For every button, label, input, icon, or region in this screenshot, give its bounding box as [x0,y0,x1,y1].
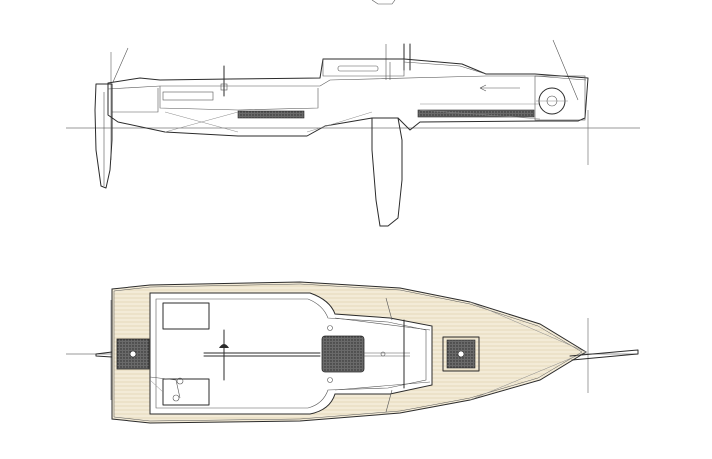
bowsprit [569,349,639,361]
hatch-handle-icon [457,350,465,358]
fitting-icon [172,394,180,402]
tiller-extension [149,376,181,399]
shroud-starboard [385,389,393,413]
deck-fitting-icon [380,351,386,357]
deck-plan-view [66,281,639,424]
top-mark [371,0,396,5]
berth-forward [417,109,535,118]
aft-seat-port [162,302,210,330]
structure-line [419,109,541,120]
forestay [552,39,579,101]
interior-arrow [479,84,520,92]
keel [371,117,403,227]
forward-hatch [442,336,480,372]
transom-box [111,88,159,113]
deck-rail-port [334,317,431,331]
rudder [94,83,113,189]
side-profile-view [66,39,640,227]
bow-detail [469,301,587,401]
fitting-icon [176,377,184,385]
sheerline [107,75,587,90]
guide-line [149,379,164,393]
winch-icon [327,325,333,331]
winch-base [220,83,228,91]
stern-fitting [95,351,113,358]
backstay [112,47,129,83]
structure-line [164,111,239,133]
aft-hatch-handle-icon [129,350,137,358]
shroud-port [385,297,393,321]
cockpit-well [159,86,319,111]
winch-icon [327,377,333,383]
mainsheet-block [219,344,229,348]
berth-aft [237,110,305,119]
structure-line [306,111,373,133]
deck-line [403,61,487,75]
coachroof [322,59,405,77]
hatch [337,65,379,72]
bow-locker [534,75,586,121]
companionway-hatch [321,335,365,373]
cockpit-seat [162,91,214,101]
deck-rail-starboard [334,381,431,391]
hull-outline [107,58,589,137]
cockpit-inner [155,298,427,409]
